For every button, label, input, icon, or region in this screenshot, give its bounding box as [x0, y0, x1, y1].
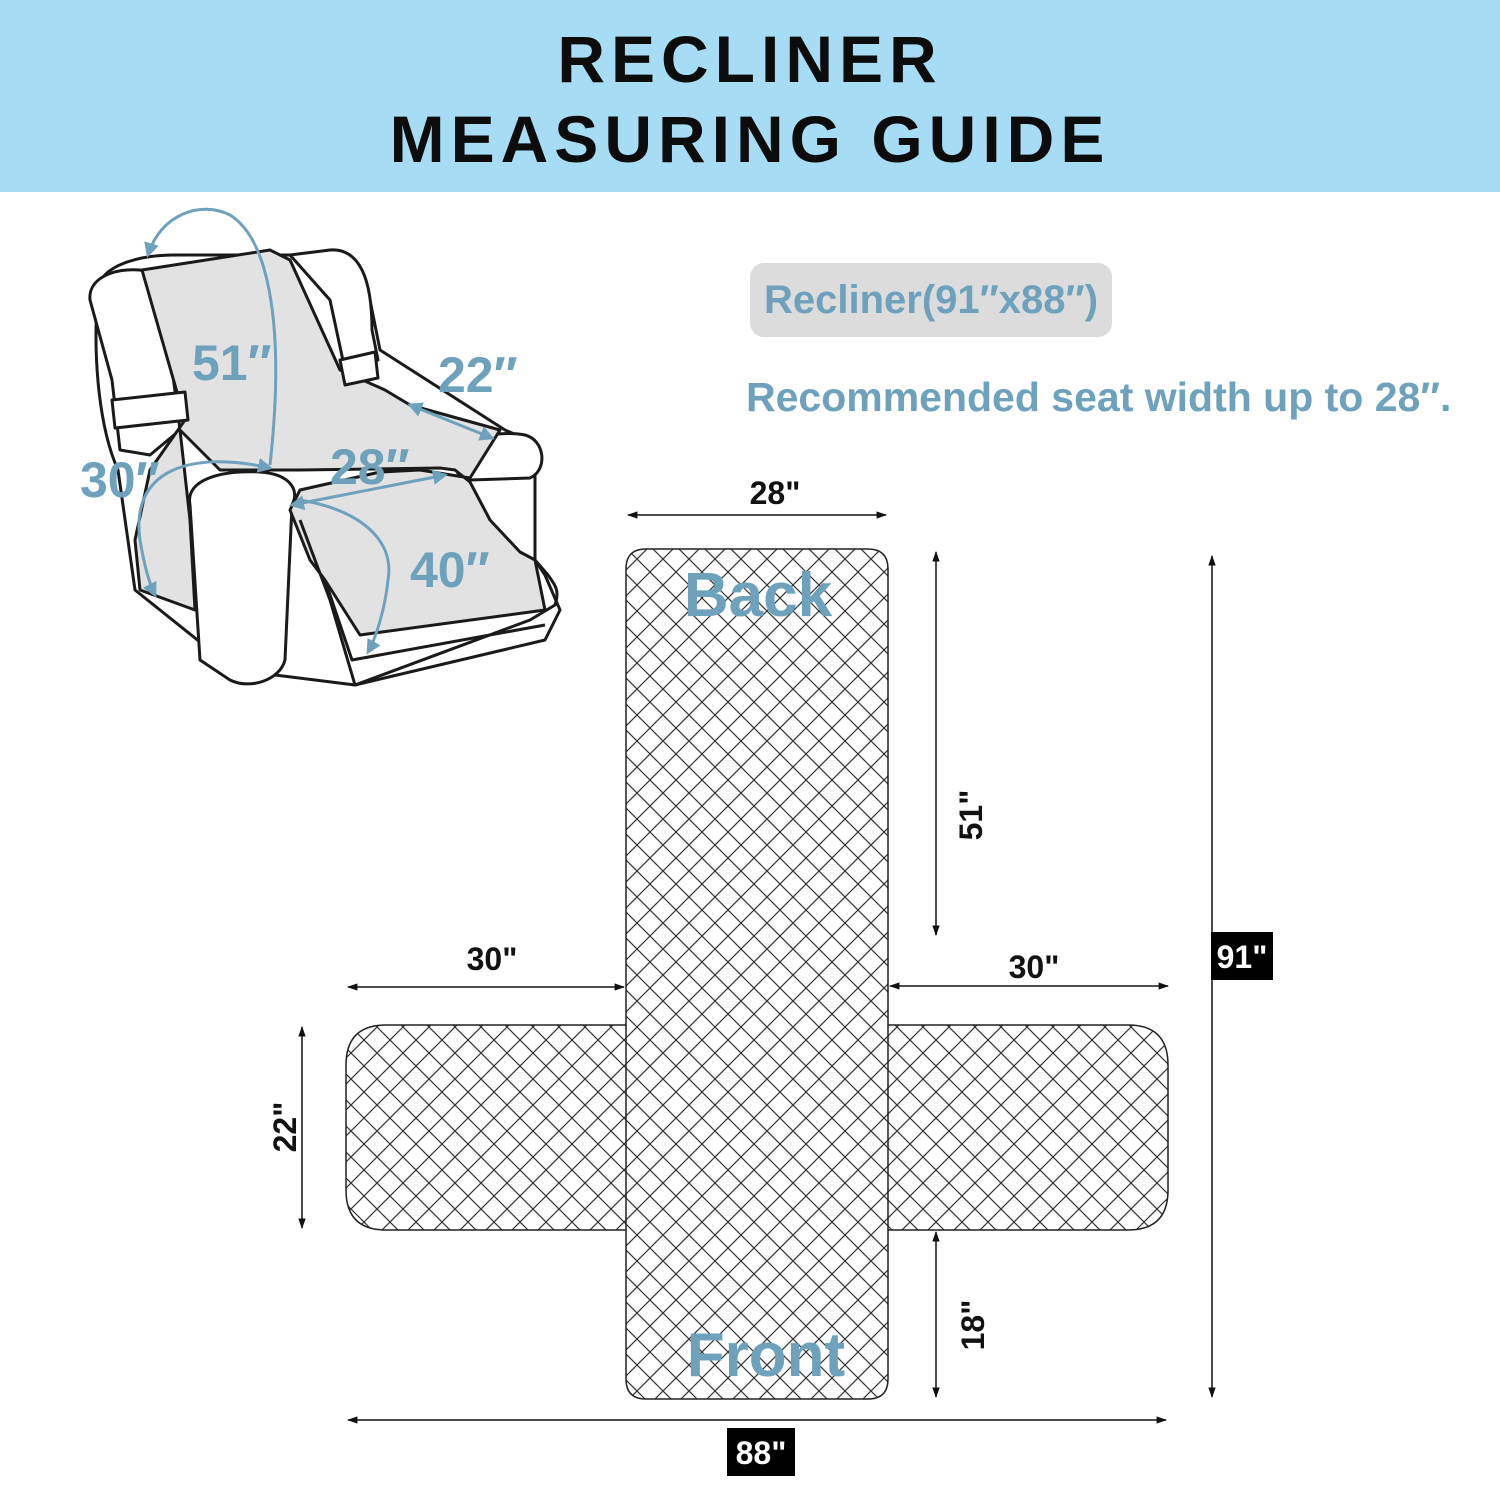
label-backrest: 51″: [192, 335, 272, 391]
pattern-side-labels: Back Front: [684, 561, 845, 1390]
label-left-arm: 30": [467, 941, 518, 977]
label-side: 30″: [80, 452, 160, 508]
label-seat: 28″: [330, 439, 410, 495]
label-back: Back: [684, 561, 833, 630]
label-back-length: 51": [953, 790, 989, 841]
chair-right-arm: [288, 248, 380, 372]
chair-strap-right: [338, 350, 380, 387]
chair-dimension-labels: 51″ 22″ 30″ 28″ 40″: [80, 335, 518, 598]
chair-front-arm-left: [188, 470, 297, 686]
total-height-box: 91": [1211, 932, 1273, 980]
footrest-measure-arc: [299, 498, 391, 655]
label-front: Front: [687, 1321, 845, 1390]
chair-footrest-inner: [323, 579, 546, 662]
label-armrest: 22″: [438, 347, 518, 403]
seat-width-recommendation: Recommended seat width up to 28″.: [746, 374, 1452, 420]
total-width-box: 88": [727, 1428, 795, 1476]
seat-measure-line: [289, 469, 448, 511]
title-line-2: MEASURING GUIDE: [389, 102, 1111, 176]
title-line-1: RECLINER: [557, 22, 943, 96]
pattern-dimension-lines: [298, 511, 1216, 1424]
pattern-cross-shape: [345, 548, 1169, 1400]
label-top-width: 28": [750, 475, 801, 511]
label-right-arm: 30": [1009, 949, 1060, 985]
label-front-length: 18": [955, 1300, 991, 1351]
armrest-measure-line: [407, 402, 495, 441]
label-total-width: 88": [736, 1435, 787, 1471]
label-total-height: 91": [1217, 939, 1268, 975]
label-footrest: 40″: [410, 542, 490, 598]
cover-pattern: [345, 548, 1169, 1400]
chair-measure-lines: [137, 207, 495, 655]
label-arm-height: 22": [267, 1102, 303, 1153]
chair-footrest: [298, 519, 562, 687]
header-banner: RECLINER MEASURING GUIDE: [0, 0, 1500, 192]
pattern-dimension-labels: 28" 30" 30" 51" 22" 18": [267, 475, 1059, 1350]
recliner-illustration: [88, 248, 562, 687]
chair-strap-left: [110, 390, 190, 430]
size-chip: Recliner(91″x88″): [750, 263, 1112, 337]
backrest-measure-arc: [144, 207, 278, 466]
side-measure-arc: [137, 458, 273, 598]
